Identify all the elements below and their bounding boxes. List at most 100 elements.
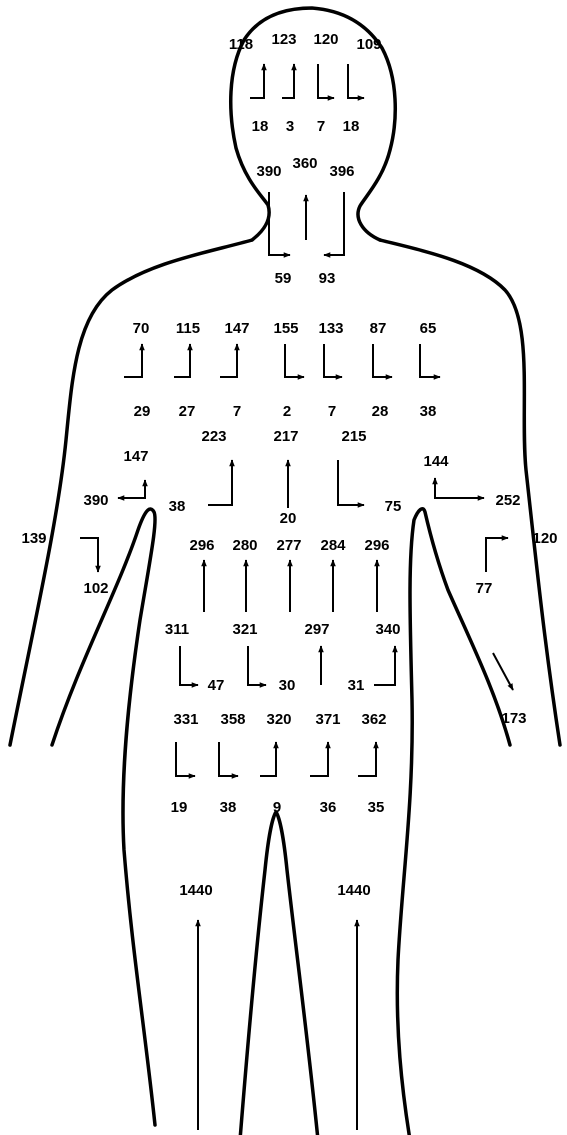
head-top-label: 123 — [271, 31, 296, 48]
left-arm-lower-label: 102 — [83, 580, 108, 597]
arrow — [219, 742, 238, 776]
chest-top-label: 133 — [318, 320, 343, 337]
right-arm-lower-label: 77 — [476, 580, 493, 597]
midtrunk-top-label: 217 — [273, 428, 298, 445]
right-inner-arm-outline — [397, 509, 510, 1135]
chest-bottom-label: 7 — [328, 403, 336, 420]
abdomen-bottom-label: 340 — [375, 621, 400, 638]
neck-bottom-label: 93 — [319, 270, 336, 287]
chest-bottom-label: 38 — [420, 403, 437, 420]
neck-top-label: 396 — [329, 163, 354, 180]
abdomen-side-label: 31 — [348, 677, 365, 694]
head-bottom-label: 7 — [317, 118, 325, 135]
right-shoulder-side-label: 252 — [495, 492, 520, 509]
right-shoulder-arm-outline — [380, 240, 560, 745]
midtrunk-bottom-label: 38 — [169, 498, 186, 515]
chest-top-label: 147 — [224, 320, 249, 337]
arrow — [174, 344, 190, 377]
neck-top-label: 390 — [256, 163, 281, 180]
abdomen-top-label: 296 — [189, 537, 214, 554]
chest-top-label: 70 — [133, 320, 150, 337]
arrow — [118, 492, 145, 498]
arrow — [493, 653, 513, 690]
left-shoulder-top-label: 147 — [123, 448, 148, 465]
arrow — [260, 742, 276, 776]
flow-labels: 118 123 120 109 18 3 7 18 390 360 396 59… — [21, 31, 557, 899]
abdomen-top-label: 280 — [232, 537, 257, 554]
chest-bottom-label: 29 — [134, 403, 151, 420]
chest-bottom-label: 2 — [283, 403, 291, 420]
arrow — [373, 344, 392, 377]
arrow — [80, 538, 98, 572]
abdomen-top-label: 277 — [276, 537, 301, 554]
pelvis-bottom-label: 38 — [220, 799, 237, 816]
left-shoulder-arm-outline — [10, 240, 252, 745]
abdomen-top-label: 284 — [320, 537, 346, 554]
head-bottom-label: 18 — [343, 118, 360, 135]
pelvis-top-label: 362 — [361, 711, 386, 728]
chest-bottom-label: 27 — [179, 403, 196, 420]
arrow — [420, 344, 440, 377]
head-top-label: 118 — [229, 36, 253, 53]
abdomen-bottom-label: 311 — [165, 621, 189, 638]
pelvis-top-label: 320 — [266, 711, 291, 728]
chest-top-label: 87 — [370, 320, 387, 337]
arrow — [282, 64, 294, 98]
pelvis-top-label: 371 — [315, 711, 340, 728]
arrow — [208, 460, 232, 505]
midtrunk-top-label: 223 — [201, 428, 226, 445]
left-leg-label: 1440 — [179, 882, 212, 899]
pelvis-bottom-label: 35 — [368, 799, 385, 816]
abdomen-bottom-label: 297 — [304, 621, 329, 638]
arrow — [285, 344, 304, 377]
arrow — [358, 742, 376, 776]
head-bottom-label: 18 — [252, 118, 269, 135]
midtrunk-bottom-label: 75 — [385, 498, 402, 515]
inner-legs-outline — [240, 812, 318, 1135]
pelvis-top-label: 331 — [173, 711, 198, 728]
pelvis-top-label: 358 — [220, 711, 245, 728]
right-leg-label: 1440 — [337, 882, 370, 899]
midtrunk-top-label: 215 — [341, 428, 366, 445]
arrow — [269, 192, 290, 255]
abdomen-top-label: 296 — [364, 537, 389, 554]
arrow — [348, 64, 364, 98]
arrow — [374, 646, 395, 685]
neck-bottom-label: 59 — [275, 270, 292, 287]
arrow — [435, 492, 484, 498]
pelvis-bottom-label: 36 — [320, 799, 337, 816]
right-shoulder-top-label: 144 — [423, 453, 449, 470]
arrow — [176, 742, 195, 776]
arrow — [338, 460, 364, 505]
arrow — [318, 64, 334, 98]
pelvis-bottom-label: 19 — [171, 799, 188, 816]
arrow — [180, 646, 198, 685]
head-bottom-label: 3 — [286, 118, 294, 135]
body-outline — [10, 8, 560, 1135]
chest-top-label: 65 — [420, 320, 437, 337]
chest-top-label: 155 — [273, 320, 298, 337]
right-forearm-label: 173 — [501, 710, 526, 727]
abdomen-side-label: 47 — [208, 677, 225, 694]
arrow — [324, 344, 342, 377]
chest-bottom-label: 7 — [233, 403, 241, 420]
chest-bottom-label: 28 — [372, 403, 389, 420]
left-arm-outer-label: 139 — [21, 530, 46, 547]
abdomen-bottom-label: 321 — [232, 621, 257, 638]
arrow — [124, 344, 142, 377]
right-arm-outer-label: 120 — [532, 530, 557, 547]
neck-top-label: 360 — [292, 155, 317, 172]
arrow — [486, 538, 508, 572]
left-shoulder-side-label: 390 — [83, 492, 108, 509]
left-inner-arm-outline — [52, 509, 155, 1125]
chest-top-label: 115 — [176, 320, 200, 337]
head-top-label: 109 — [356, 36, 381, 53]
arrow — [248, 646, 266, 685]
arrow — [220, 344, 237, 377]
arrow — [324, 192, 344, 255]
head-top-label: 120 — [313, 31, 338, 48]
arrow — [250, 64, 264, 98]
arrow — [310, 742, 328, 776]
midtrunk-bottom-label: 20 — [280, 510, 297, 527]
